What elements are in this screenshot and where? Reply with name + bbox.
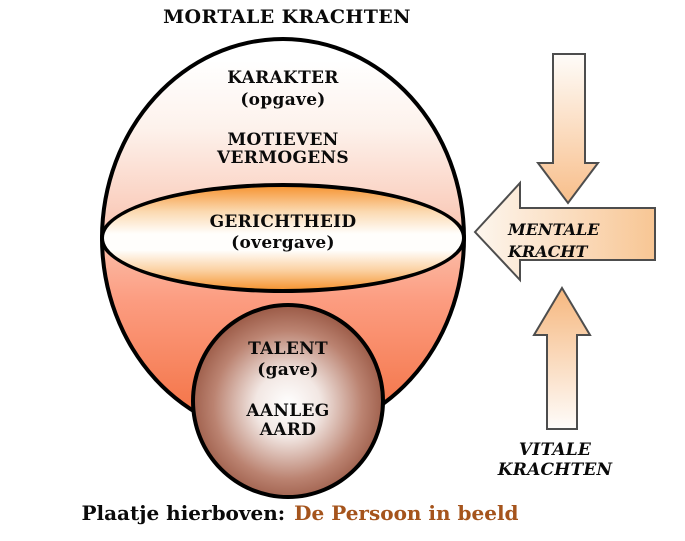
- talent-label: TALENT: [248, 339, 328, 359]
- talent-sublabel: (gave): [257, 360, 319, 380]
- left-arrow-icon: [473, 180, 656, 283]
- up-arrow-icon: [532, 286, 592, 430]
- mentale-kracht-line2: KRACHT: [508, 242, 588, 261]
- gerichtheid-sublabel: (overgave): [231, 233, 335, 253]
- motieven-label-block: MOTIEVEN VERMOGENS: [100, 131, 466, 167]
- aard-label: AARD: [259, 420, 317, 440]
- down-arrow-icon: [536, 53, 600, 205]
- mentale-kracht-line1: MENTALE: [508, 220, 600, 239]
- motieven-label: MOTIEVEN: [227, 130, 339, 150]
- karakter-label-block: KARAKTER (opgave): [100, 67, 466, 111]
- mentale-kracht-label: MENTALE KRACHT: [508, 219, 658, 263]
- karakter-label: KARAKTER: [227, 68, 339, 88]
- caption: Plaatje hierboven: De Persoon in beeld: [40, 500, 560, 526]
- karakter-sublabel: (opgave): [240, 90, 326, 110]
- aanleg-label: AANLEG: [246, 401, 330, 421]
- gerichtheid-lens: [100, 183, 466, 293]
- talent-label-block: TALENT (gave): [191, 339, 385, 381]
- aanleg-label-block: AANLEG AARD: [191, 402, 385, 440]
- gerichtheid-label: GERICHTHEID: [209, 212, 357, 232]
- diagram-title: MORTALE KRACHTEN: [163, 6, 411, 28]
- vitale-krachten-label: VITALE KRACHTEN: [497, 440, 613, 480]
- vermogens-label: VERMOGENS: [217, 148, 349, 168]
- caption-prefix: Plaatje hierboven:: [81, 501, 286, 525]
- talent-core-circle: [191, 303, 385, 499]
- caption-highlight: De Persoon in beeld: [294, 501, 519, 525]
- gerichtheid-label-block: GERICHTHEID (overgave): [100, 212, 466, 254]
